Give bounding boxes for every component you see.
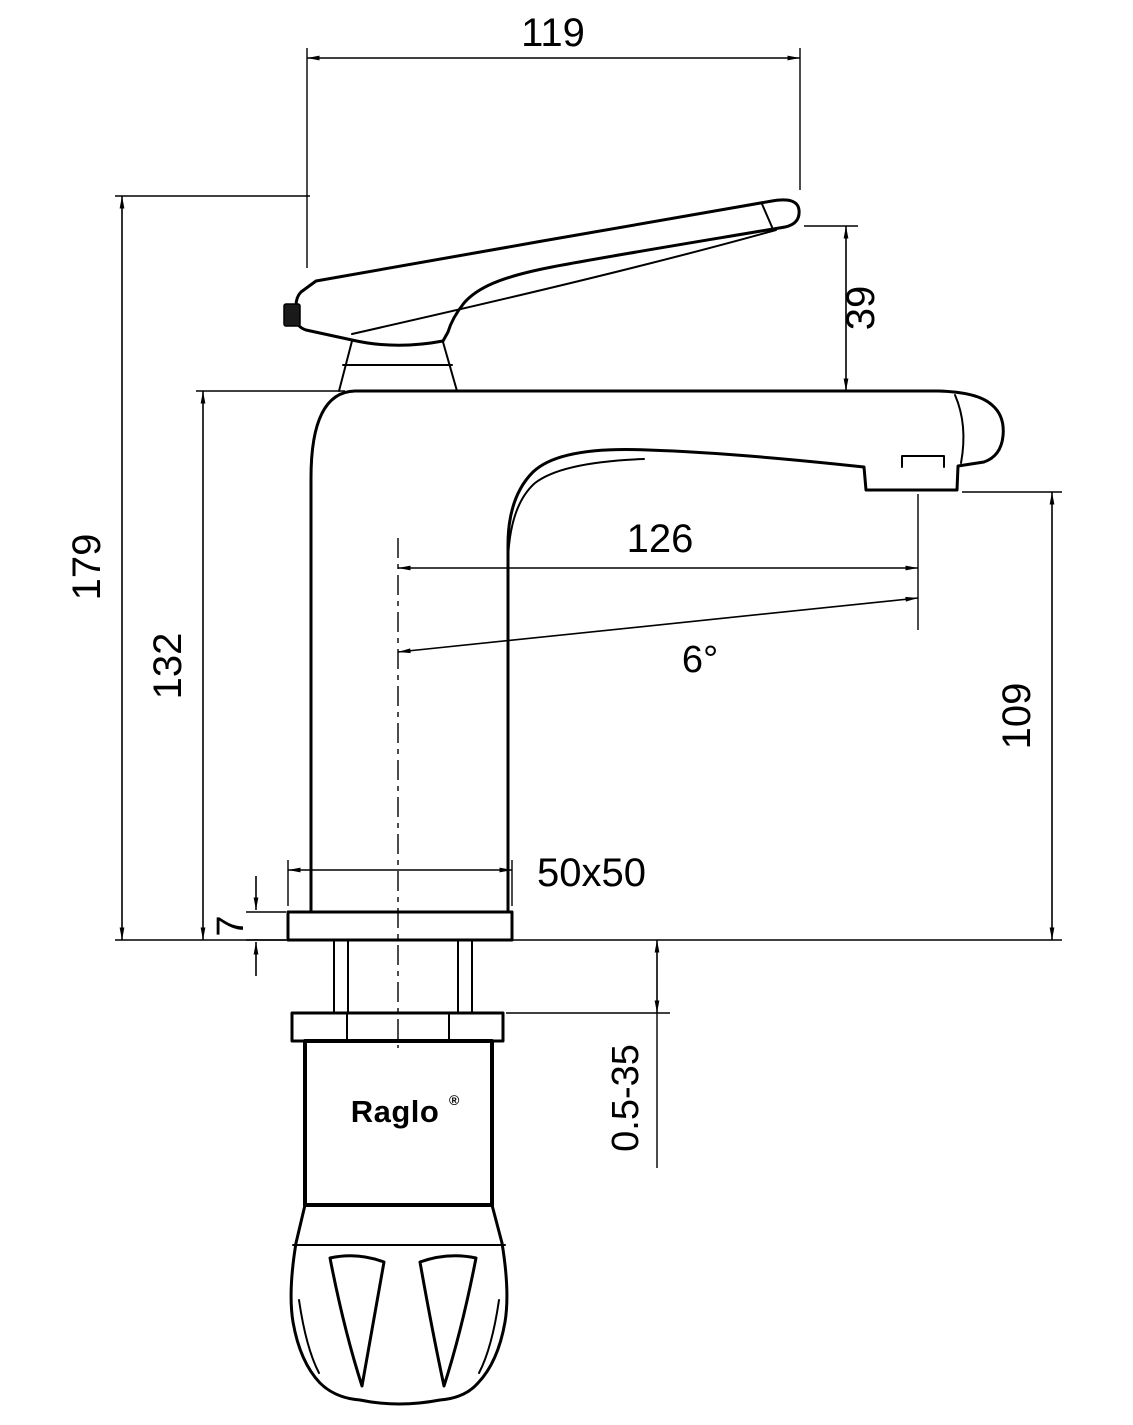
spout-end-cap-line [954,394,965,464]
dim-overall-length: 119 [306,11,801,268]
aerator-step-line [901,455,945,468]
dim-6deg-line [397,596,919,654]
dim-mounting-range: 0.5-35 [506,940,670,1168]
trademark-symbol: ® [449,1092,460,1108]
skirt-outline [289,1203,509,1406]
mounting-nut-facet-lines [346,1012,450,1042]
dim-handle-rise: 39 [804,225,883,391]
dim-179-label: 179 [65,534,109,601]
dim-spout-angle: 6° [397,596,919,681]
dim-body-height: 132 [146,390,345,940]
spout-underside-inner-line [507,458,645,561]
dim-outlet-height: 109 [962,491,1062,940]
skirt-left-fin [328,1254,386,1388]
dim-50x50-extension-lines [287,860,513,906]
dim-109-label: 109 [995,683,1039,750]
skirt-right-fin [418,1254,478,1388]
dim-119-label: 119 [521,11,585,55]
body-spout-outline [309,389,1005,914]
dim-7-label: 7 [210,915,252,936]
skirt-right-edge-line [478,1299,500,1374]
dim-spout-reach: 126 [398,494,919,630]
dim-0535-label: 0.5-35 [605,1044,647,1152]
handle-lever-outline [294,198,801,347]
dim-119-extension-lines [306,48,801,268]
base-plate-outline [286,910,514,942]
handle-set-screw [283,303,301,327]
dim-132-label: 132 [146,633,190,700]
mounting-nut-outline [290,1011,505,1043]
dim-39-label: 39 [839,286,883,331]
dim-7-extension-lines [246,911,286,941]
neck-right-line [442,341,458,392]
dim-126-label: 126 [627,517,694,561]
dim-6deg-label: 6° [682,639,718,681]
dim-50x50-label: 50x50 [537,851,646,895]
dim-overall-height: 179 [65,195,310,940]
faucet-artwork: Raglo ® [115,198,1062,1406]
skirt-left-edge-line [298,1299,320,1374]
dimension-annotations: 119 39 179 132 126 6° [65,11,1062,1168]
brand-label: Raglo [351,1094,440,1129]
shank-lines [333,939,473,1014]
dim-base-plate-thickness: 7 [210,876,286,976]
handle-lever-inner-line [351,229,777,335]
handle-tip-cap-line [761,203,773,228]
dim-base-footprint: 50x50 [287,851,646,906]
